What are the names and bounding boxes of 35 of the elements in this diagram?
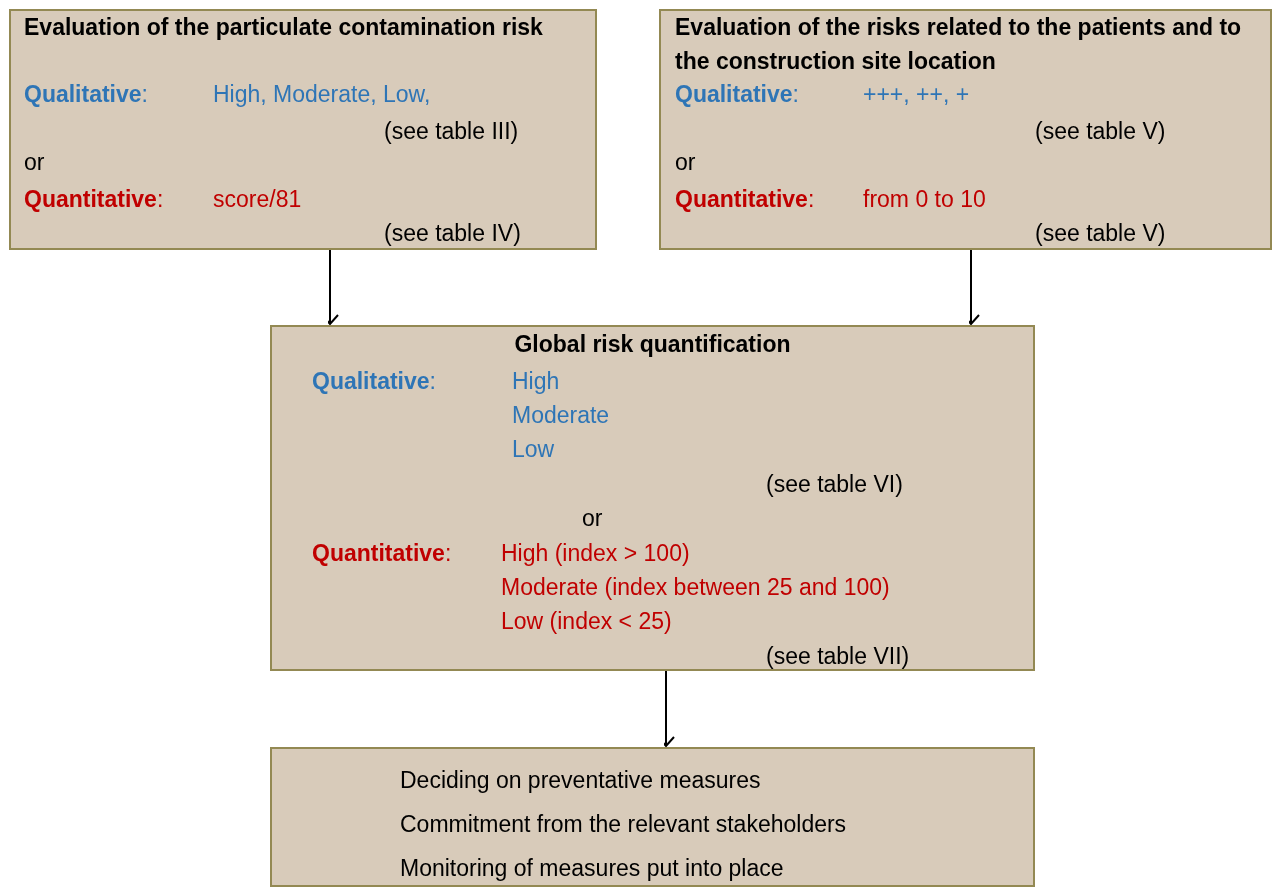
table-reference: (see table III) (384, 117, 519, 146)
value-text: Low (512, 435, 555, 464)
table-reference: (see table VII) (766, 642, 910, 671)
process-box (659, 9, 1272, 250)
value-text: High (index > 100) (501, 539, 690, 568)
category-label: Quantitative: (675, 185, 815, 214)
box-heading: Evaluation of the particulate contamination risk (24, 13, 544, 42)
list-item: Deciding on preventative measures (400, 766, 761, 795)
box-heading: Evaluation of the risks related to the patients and to the construction site location (675, 13, 1243, 76)
category-label: Qualitative: (312, 367, 436, 396)
list-item: Monitoring of measures put into place (400, 854, 784, 883)
note-text: or (24, 148, 45, 177)
list-item: Commitment from the relevant stakeholders (400, 810, 847, 839)
value-text: Moderate (512, 401, 610, 430)
box-heading: Global risk quantification (513, 330, 792, 359)
value-text: High, Moderate, Low, (213, 80, 431, 109)
table-reference: (see table V) (1035, 219, 1166, 248)
value-text: High (512, 367, 560, 396)
process-box (9, 9, 597, 250)
value-text: +++, ++, + (863, 80, 970, 109)
category-label: Qualitative: (24, 80, 148, 109)
value-text: score/81 (213, 185, 302, 214)
category-label: Qualitative: (675, 80, 799, 109)
value-text: from 0 to 10 (863, 185, 986, 214)
process-box (270, 325, 1035, 671)
process-box (270, 747, 1035, 887)
table-reference: (see table VI) (766, 470, 903, 499)
value-text: Low (index < 25) (501, 607, 672, 636)
value-text: Moderate (index between 25 and 100) (501, 573, 890, 602)
note-text: or (582, 504, 603, 533)
category-label: Quantitative: (24, 185, 164, 214)
table-reference: (see table IV) (384, 219, 521, 248)
note-text: or (675, 148, 696, 177)
category-label: Quantitative: (312, 539, 452, 568)
table-reference: (see table V) (1035, 117, 1166, 146)
